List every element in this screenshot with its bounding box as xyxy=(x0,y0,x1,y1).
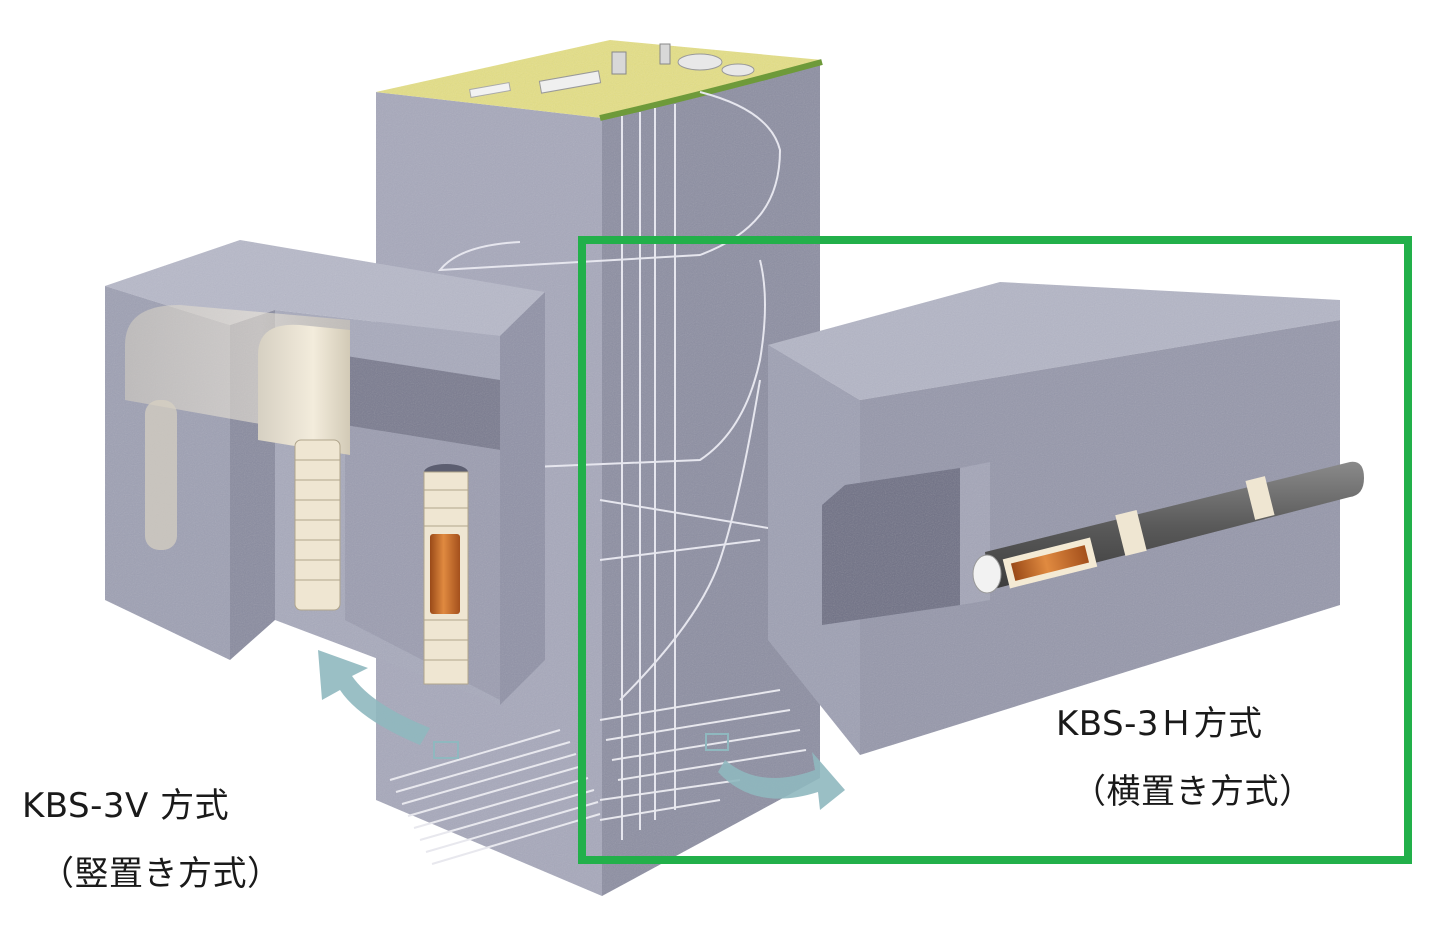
kbs3h-copper-canister xyxy=(1010,545,1090,581)
kbs3v-hole-step xyxy=(345,425,500,700)
kbs3v-deposition-hole xyxy=(423,464,469,685)
surface-facilities xyxy=(469,43,823,121)
kbs3h-top-face xyxy=(768,282,1340,400)
kbs3h-end-plug xyxy=(972,554,1002,594)
kbs3h-subtitle: （横置き方式） xyxy=(1072,772,1314,812)
kbs3v-tunnel-void xyxy=(340,355,500,450)
kbs3v-bentonite-buffer xyxy=(294,439,341,611)
kbs3h-title: KBS-3Ｈ方式 xyxy=(1056,704,1263,744)
kbs3v-tunnel xyxy=(125,305,350,550)
kbs3h-deposition-drift xyxy=(972,461,1364,594)
kbs3h-curved-arrow-icon xyxy=(705,733,845,810)
kbs3v-title: KBS-3V 方式 xyxy=(22,786,230,826)
kbs3v-copper-canister xyxy=(430,534,460,614)
kbs3h-tunnel-opening xyxy=(822,468,960,625)
kbs3v-subtitle: （竪置き方式） xyxy=(40,854,282,894)
kbs3h-front-face xyxy=(768,345,860,755)
kbs3v-right-face xyxy=(500,292,545,705)
column-right-face xyxy=(602,62,820,896)
kbs3v-curved-arrow-icon xyxy=(318,650,459,759)
deposition-panel-left xyxy=(389,729,601,865)
access-shafts xyxy=(437,91,782,840)
kbs3h-highlight-box xyxy=(578,236,1412,864)
